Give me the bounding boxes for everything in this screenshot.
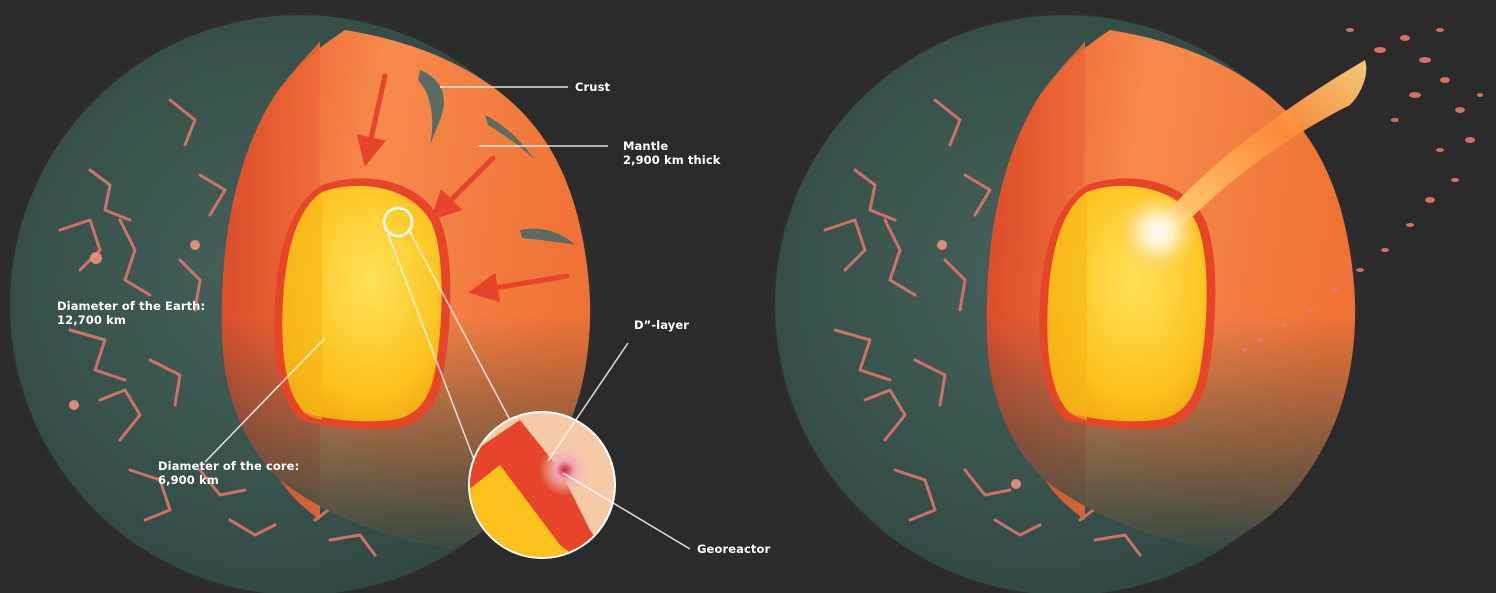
earth-diameter-value: 12,700 km bbox=[57, 313, 205, 327]
d-layer-label: D”-layer bbox=[634, 318, 689, 332]
crust-label: Crust bbox=[575, 80, 610, 94]
eruption-flash bbox=[1118, 192, 1198, 272]
core-diameter-value: 6,900 km bbox=[158, 473, 299, 487]
earth-diameter-label: Diameter of the Earth: 12,700 km bbox=[57, 299, 205, 327]
georeactor-label: Georeactor bbox=[697, 542, 770, 556]
mantle-label-title: Mantle bbox=[623, 139, 721, 153]
georeactor-label-text: Georeactor bbox=[697, 542, 770, 556]
inset-georeactor bbox=[539, 444, 591, 496]
mantle-label: Mantle 2,900 km thick bbox=[623, 139, 721, 167]
earth-right bbox=[767, 7, 1366, 593]
earth-diameter-title: Diameter of the Earth: bbox=[57, 299, 205, 313]
core-diameter-label: Diameter of the core: 6,900 km bbox=[158, 459, 299, 487]
magnified-inset bbox=[468, 410, 618, 560]
d-layer-label-text: D”-layer bbox=[634, 318, 689, 332]
core-diameter-title: Diameter of the core: bbox=[158, 459, 299, 473]
mantle-label-thickness: 2,900 km thick bbox=[623, 153, 721, 167]
crust-label-text: Crust bbox=[575, 80, 610, 94]
